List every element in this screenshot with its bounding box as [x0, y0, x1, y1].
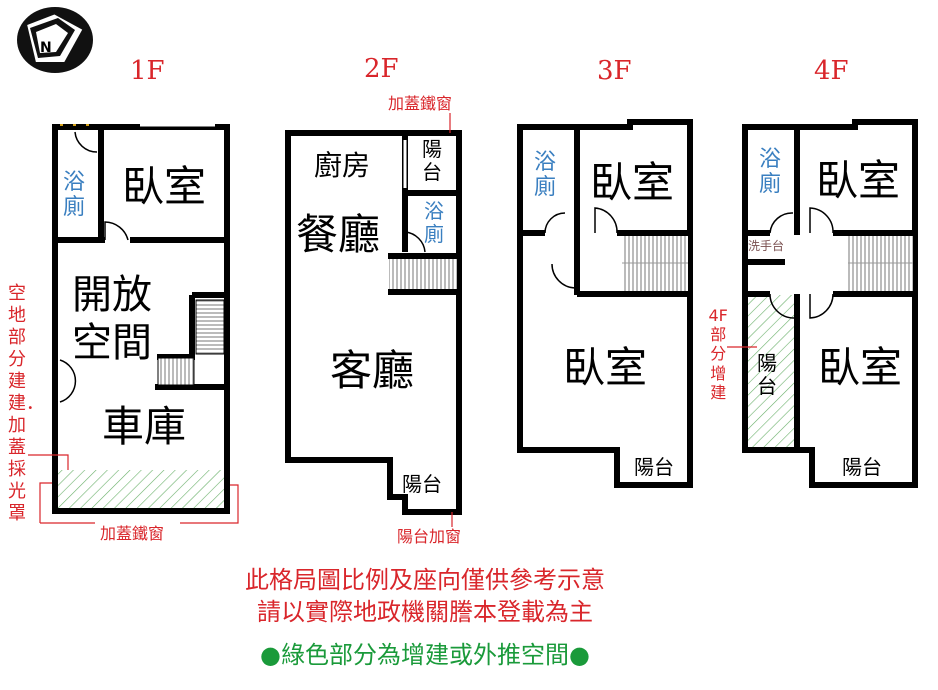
floor-1f-arrows — [28, 454, 239, 524]
floor-2f-plan — [285, 130, 462, 515]
f4-bedroom1-label: 臥室 — [816, 156, 901, 205]
f3-bath-label: 浴廁 — [534, 150, 557, 201]
f3-bedroom2-label: 臥室 — [563, 343, 648, 392]
floor-3f-title: 3F — [597, 56, 632, 86]
f4-balcony-label: 陽台 — [842, 455, 882, 479]
disclaimer-line-1: 此格局圖比例及座向僅供參考示意 — [245, 566, 605, 594]
f2-kitchen-label: 廚房 — [314, 149, 371, 182]
compass-icon: N — [17, 7, 93, 73]
f1-bedroom-label: 臥室 — [122, 162, 207, 211]
f4-balcony-green-label: 陽台 — [757, 351, 777, 398]
f2-top-note: 加蓋鐵窗 — [388, 94, 453, 113]
f1-open-space-label-1: 開放 — [72, 272, 152, 318]
f2-dining-label: 餐廳 — [296, 210, 381, 259]
f4-sink-label: 洗手台 — [748, 239, 785, 253]
f1-bath-label: 浴廁 — [63, 170, 86, 221]
f2-balcony-bottom-label: 陽台 — [402, 472, 442, 496]
floor-2f-title: 2F — [364, 54, 399, 84]
f4-bath-label: 浴廁 — [759, 147, 782, 198]
f1-side-note: 空地部分建建．加蓋採光罩 — [8, 283, 44, 524]
floor-2f-arrows — [449, 113, 453, 527]
f3-balcony-label: 陽台 — [634, 455, 674, 479]
f1-open-space-label-2: 空間 — [72, 320, 152, 366]
f4-bedroom2-label: 臥室 — [818, 343, 903, 392]
f2-bottom-note: 陽台加窗 — [397, 527, 462, 546]
f4-side-note: 4F部分增建 — [708, 306, 728, 402]
floor-1f-title: 1F — [130, 56, 165, 86]
f1-garage-label: 車庫 — [102, 402, 187, 451]
f3-bedroom1-label: 臥室 — [590, 158, 675, 207]
green-area-legend: ●綠色部分為增建或外推空間● — [260, 641, 590, 669]
floor-3f-plan — [517, 119, 693, 488]
f2-bath-label: 浴廁 — [424, 199, 444, 246]
disclaimer-line-2: 請以實際地政機關謄本登載為主 — [257, 598, 593, 626]
svg-text:N: N — [40, 40, 52, 56]
f2-living-label: 客廳 — [330, 346, 415, 395]
f2-balcony-top-label: 陽台 — [422, 137, 442, 184]
floor-1f-plan — [52, 123, 230, 514]
f1-bottom-note: 加蓋鐵窗 — [100, 524, 165, 543]
floor-4f-title: 4F — [814, 56, 849, 86]
floor-4f-plan — [742, 119, 918, 488]
